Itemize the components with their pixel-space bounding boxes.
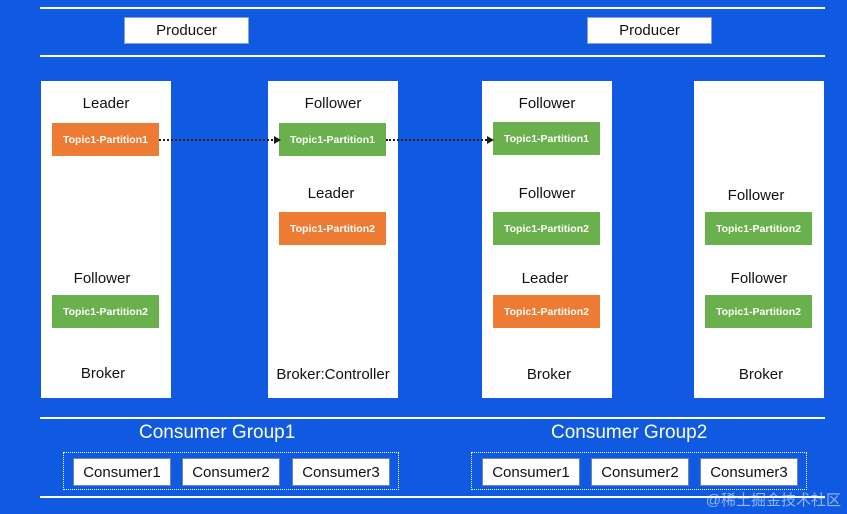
consumer-group-1-title: Consumer Group1	[139, 422, 296, 443]
broker-3-role-follower-2: Follower	[518, 185, 576, 202]
group-1-consumer-1: Consumer1	[73, 458, 171, 486]
broker-4-partition2-follower-1: Topic1-Partition2	[705, 212, 812, 245]
producer-2: Producer	[587, 17, 712, 44]
broker-4: Follower Topic1-Partition2 Follower Topi…	[694, 81, 824, 398]
broker-3: Follower Topic1-Partition1 Follower Topi…	[482, 81, 612, 398]
group-2-consumer-1: Consumer1	[482, 458, 580, 486]
group-1-consumer-3: Consumer3	[292, 458, 390, 486]
broker-2-name: Broker:Controller	[276, 366, 390, 383]
broker-1: Leader Topic1-Partition1 Follower Topic1…	[41, 81, 171, 398]
watermark: @稀土掘金技术社区	[705, 492, 841, 509]
broker-1-name: Broker	[80, 365, 126, 382]
broker-3-partition2-leader: Topic1-Partition2	[493, 295, 600, 328]
broker-3-role-follower-1: Follower	[518, 95, 576, 112]
group-2-consumer-3: Consumer3	[700, 458, 798, 486]
broker-4-name: Broker	[738, 366, 784, 383]
top-divider	[40, 7, 825, 9]
broker-1-role-leader: Leader	[82, 95, 130, 112]
broker-1-partition1-leader: Topic1-Partition1	[52, 123, 159, 156]
broker-4-role-follower-1: Follower	[727, 187, 785, 204]
broker-2: Follower Topic1-Partition1 Leader Topic1…	[268, 81, 398, 398]
consumer-group-2-title: Consumer Group2	[551, 422, 708, 443]
producer-1: Producer	[124, 17, 249, 44]
broker-3-partition1-follower: Topic1-Partition1	[493, 122, 600, 155]
broker-4-role-follower-2: Follower	[730, 270, 788, 287]
broker-2-role-leader: Leader	[307, 185, 355, 202]
replication-arrow-2-head	[487, 136, 494, 144]
consumer-divider	[40, 417, 825, 419]
broker-3-role-leader: Leader	[521, 270, 569, 287]
group-2-consumer-2: Consumer2	[591, 458, 689, 486]
broker-1-partition2-follower: Topic1-Partition2	[52, 295, 159, 328]
broker-1-role-follower: Follower	[73, 270, 131, 287]
broker-3-partition2-follower: Topic1-Partition2	[493, 212, 600, 245]
broker-4-partition2-follower-2: Topic1-Partition2	[705, 295, 812, 328]
replication-arrow-2-line	[386, 139, 490, 141]
broker-2-partition2-leader: Topic1-Partition2	[279, 212, 386, 245]
producer-divider	[40, 55, 825, 57]
consumer-group-2: Consumer1 Consumer2 Consumer3	[471, 452, 807, 490]
broker-2-role-follower: Follower	[304, 95, 362, 112]
group-1-consumer-2: Consumer2	[182, 458, 280, 486]
consumer-group-1: Consumer1 Consumer2 Consumer3	[63, 452, 399, 490]
broker-3-name: Broker	[526, 366, 572, 383]
replication-arrow-1-head	[274, 136, 281, 144]
bottom-divider	[40, 496, 825, 498]
replication-arrow-1-line	[159, 139, 277, 141]
broker-2-partition1-follower: Topic1-Partition1	[279, 123, 386, 156]
